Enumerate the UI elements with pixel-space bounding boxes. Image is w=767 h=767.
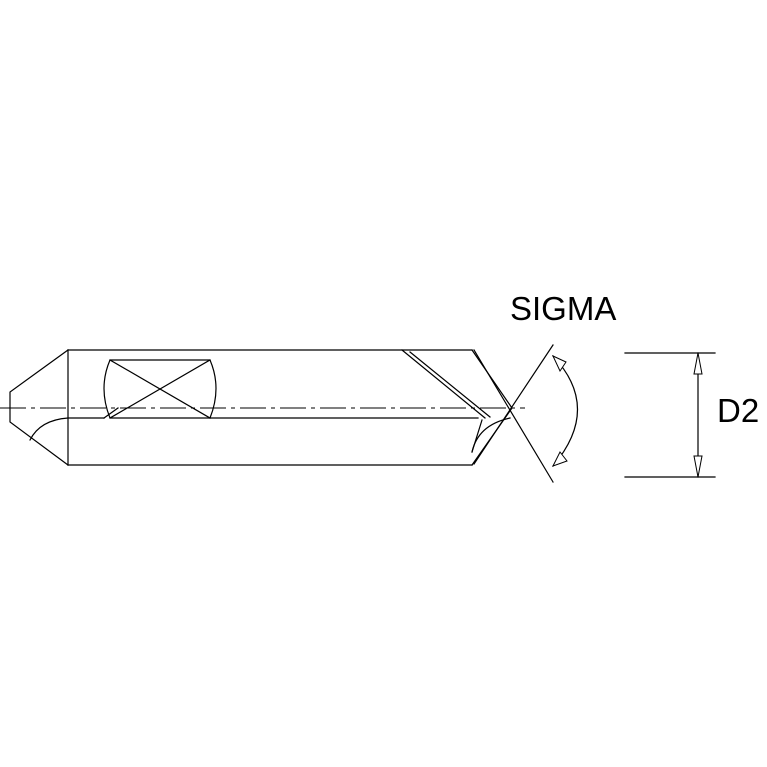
clamping-flat [103, 359, 217, 419]
d2-label: D2 [717, 392, 759, 429]
sigma-label: SIGMA [510, 290, 616, 327]
sigma-angle-lines [473, 344, 554, 483]
sigma-dimension-arc [551, 354, 579, 467]
sigma-arrow-bottom [551, 451, 568, 467]
d2-dimension [624, 352, 716, 478]
back-chamfer [9, 349, 69, 466]
d2-arrow-bottom [693, 455, 703, 478]
sigma-arrow-top [551, 354, 567, 373]
d2-arrow-top [693, 352, 703, 375]
flute-edge [401, 349, 511, 453]
flat-feature [29, 407, 479, 441]
